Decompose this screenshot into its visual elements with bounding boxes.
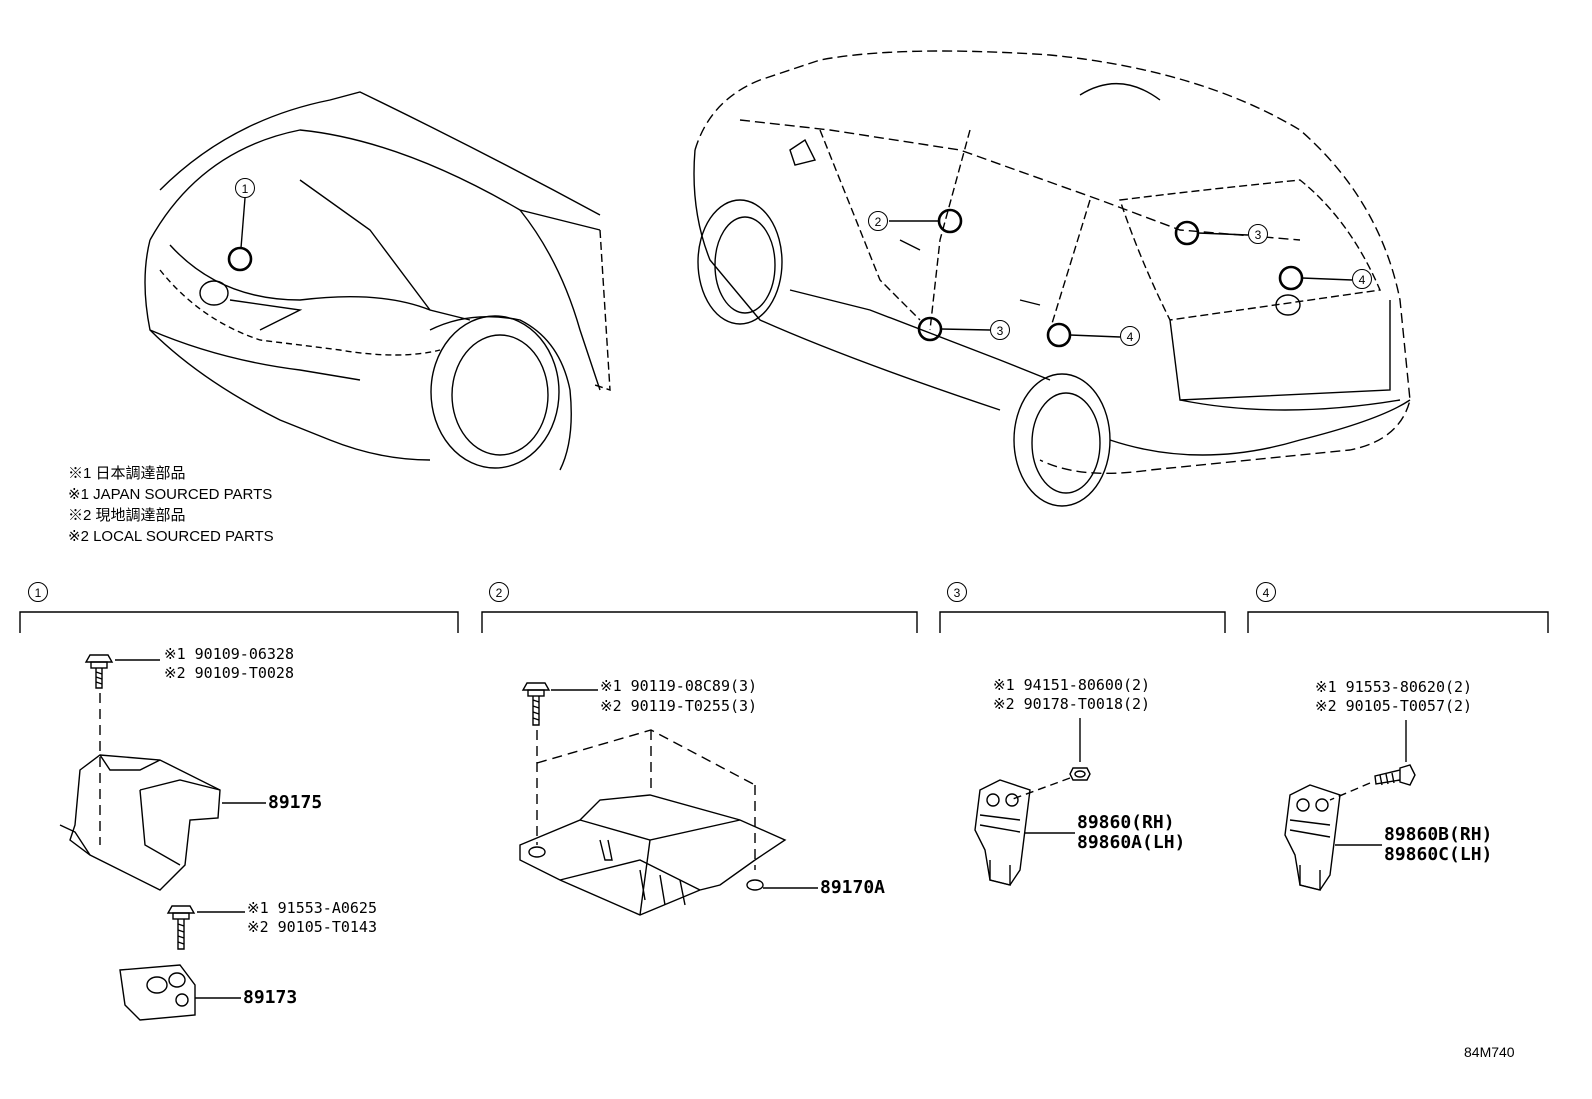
s4-sensor-rh-part-number: 89860B(RH) — [1384, 824, 1493, 845]
s1-bolt-drawing — [84, 654, 114, 689]
callout-4-door: 4 — [1120, 326, 1140, 346]
s2-bolt-drawing — [521, 682, 551, 726]
s4-sensor-lh-part-number: 89860C(LH) — [1384, 844, 1493, 865]
s2-bolt-part-local: ※2 90119-T0255(3) — [600, 697, 758, 715]
note-local-en: ※2 LOCAL SOURCED PARTS — [68, 528, 274, 545]
s1-bracket-part-number: 89175 — [268, 792, 323, 813]
s4-bolt-part-local: ※2 90105-T0057(2) — [1315, 697, 1473, 715]
s3-nut-drawing — [1069, 767, 1091, 781]
section-1-number: 1 — [28, 582, 48, 602]
rear-car-illustration — [693, 50, 1411, 507]
s2-ecu-part-number: 89170A — [820, 877, 886, 898]
s1-sensor-part-number: 89173 — [243, 987, 298, 1008]
callout-4-rear: 4 — [1352, 269, 1372, 289]
s4-sensor-drawing — [1284, 784, 1341, 891]
ecu-drawing — [519, 794, 787, 916]
s1-bolt1-part-local: ※2 90109-T0028 — [164, 664, 294, 682]
s3-nut-part-local: ※2 90178-T0018(2) — [993, 695, 1151, 713]
s1-bolt2-drawing — [166, 905, 196, 950]
s1-bolt2-part-jp: ※1 91553-A0625 — [247, 899, 377, 917]
s4-bolt-drawing — [1374, 764, 1416, 786]
s3-sensor-drawing — [974, 779, 1031, 886]
callout-2-cabin: 2 — [868, 211, 888, 231]
section-2-number: 2 — [489, 582, 509, 602]
s3-sensor-lh-part-number: 89860A(LH) — [1077, 832, 1186, 853]
s3-sensor-rh-part-number: 89860(RH) — [1077, 812, 1175, 833]
callout-3-rear: 3 — [1248, 224, 1268, 244]
section-3-number: 3 — [947, 582, 967, 602]
s1-bolt1-part-jp: ※1 90109-06328 — [164, 645, 294, 663]
s1-bolt2-part-local: ※2 90105-T0143 — [247, 918, 377, 936]
drawing-code: 84M740 — [1464, 1044, 1515, 1060]
callout-3-door: 3 — [990, 320, 1010, 340]
front-car-illustration — [144, 91, 611, 471]
note-local-jp: ※2 現地調達部品 — [68, 507, 186, 524]
note-japan-jp: ※1 日本調達部品 — [68, 465, 186, 482]
callout-1-front: 1 — [235, 178, 255, 198]
s1-bracket-drawing — [59, 754, 221, 891]
s4-bolt-part-jp: ※1 91553-80620(2) — [1315, 678, 1473, 696]
s2-bolt-part-jp: ※1 90119-08C89(3) — [600, 677, 758, 695]
s1-sensor-drawing — [119, 964, 196, 1021]
section-4-number: 4 — [1256, 582, 1276, 602]
note-japan-en: ※1 JAPAN SOURCED PARTS — [68, 486, 273, 503]
s3-nut-part-jp: ※1 94151-80600(2) — [993, 676, 1151, 694]
